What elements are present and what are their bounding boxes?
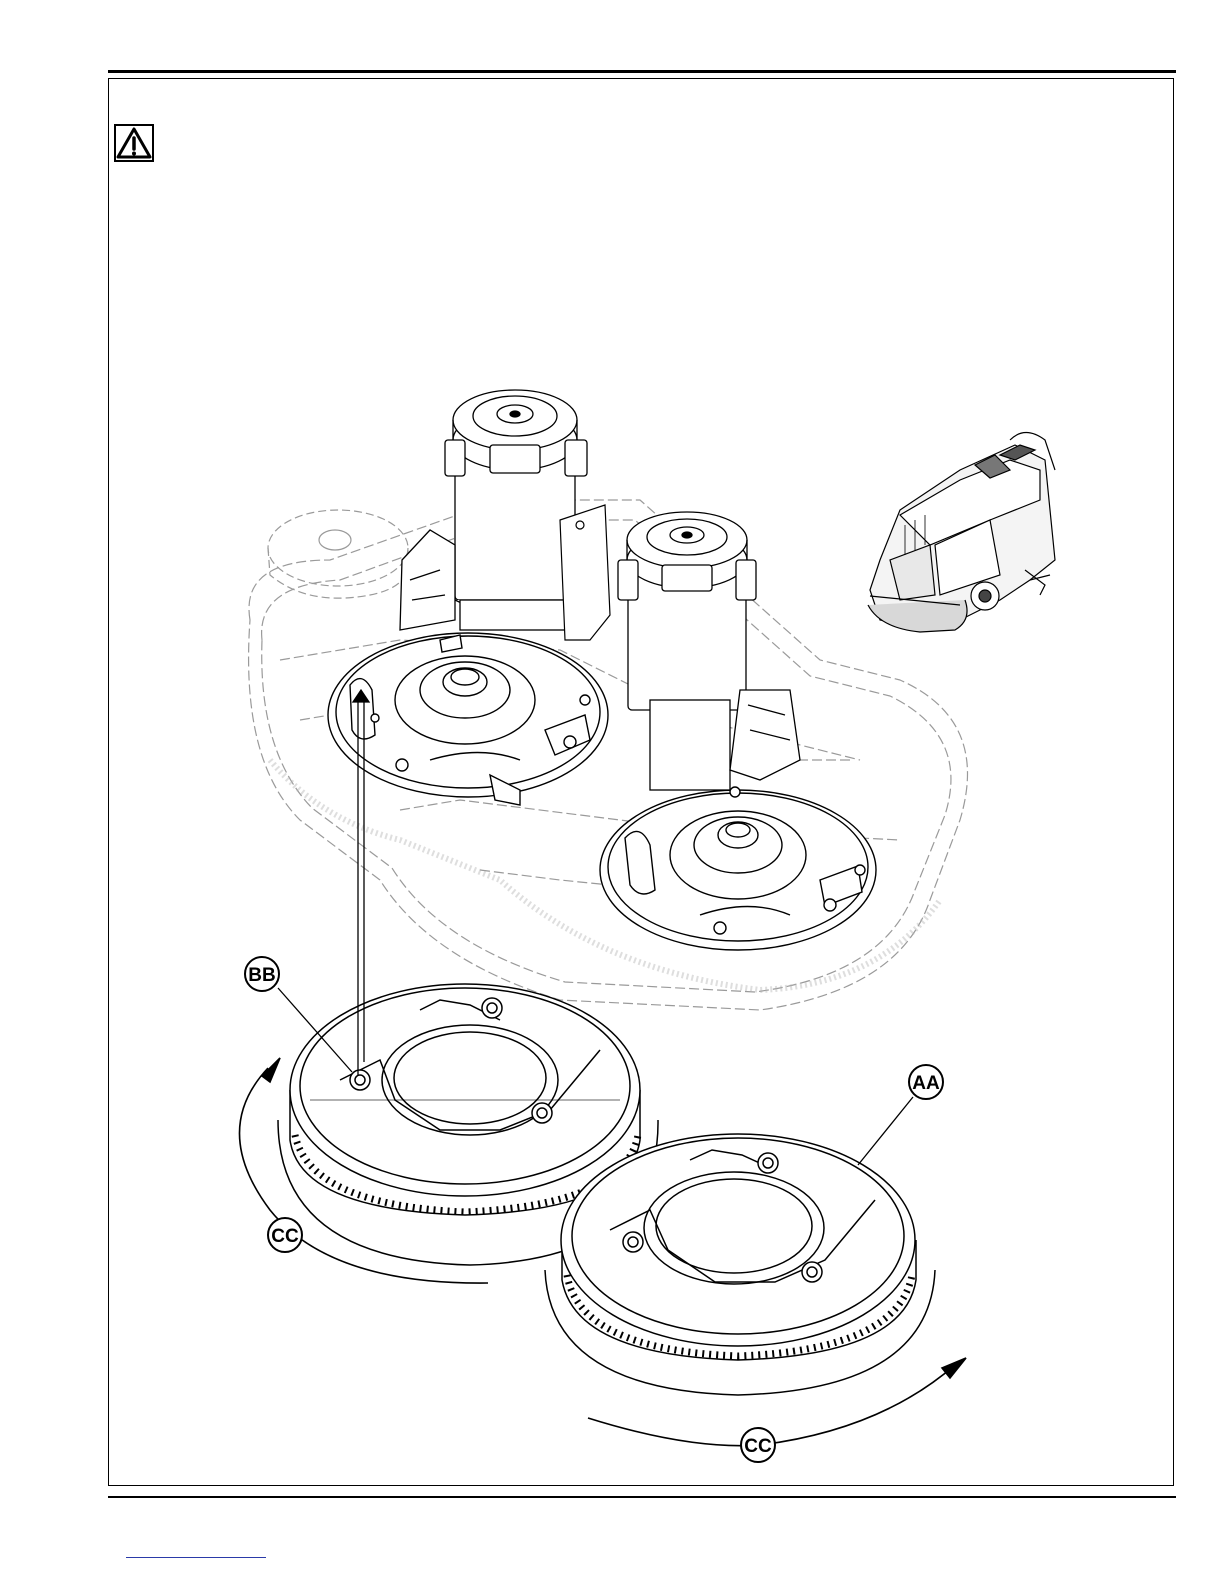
svg-text:CC: CC — [271, 1226, 299, 1247]
footer-link-underline[interactable] — [126, 1557, 266, 1558]
callout-bb: BB — [245, 957, 279, 991]
svg-text:AA: AA — [912, 1073, 940, 1094]
left-pad-driver-phantom — [268, 510, 408, 598]
floor-scrubber-machine-icon — [868, 433, 1055, 633]
left-brush-motor — [400, 390, 587, 630]
upper-left-drive-hub — [328, 633, 608, 805]
motor-bracket — [560, 505, 610, 640]
pad-driver-aa — [545, 1134, 935, 1395]
svg-text:CC: CC — [744, 1436, 772, 1457]
svg-text:BB: BB — [248, 965, 275, 986]
footer-rule — [108, 1496, 1176, 1498]
upper-right-drive-hub — [600, 787, 876, 950]
callout-cc-right: CC — [741, 1428, 775, 1462]
callout-cc-left: CC — [268, 1218, 302, 1252]
callout-aa: AA — [909, 1065, 943, 1099]
right-brush-motor — [618, 512, 800, 790]
